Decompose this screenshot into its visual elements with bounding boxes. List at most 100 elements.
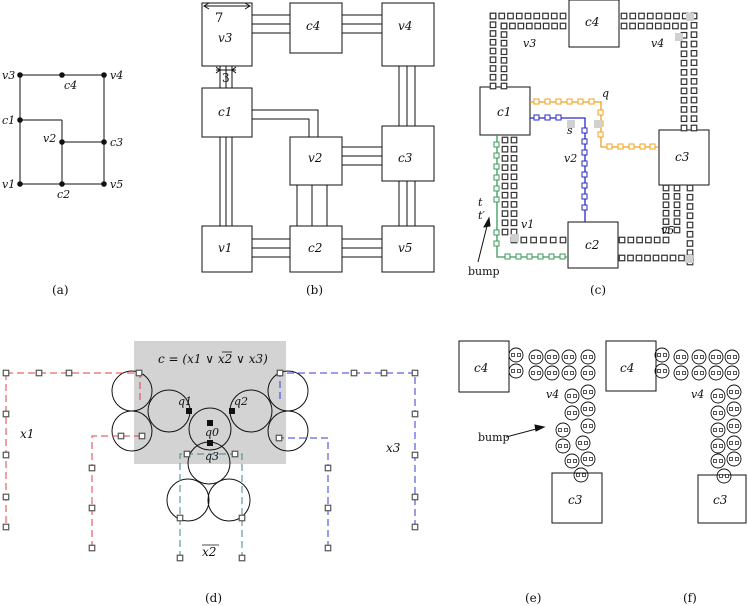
- wire-square: [727, 371, 731, 375]
- wire-square: [550, 12, 558, 20]
- wire-square: [690, 68, 698, 76]
- wire-square: [531, 371, 535, 375]
- label-x1: x1: [20, 427, 34, 441]
- wire-square: [510, 173, 518, 181]
- wire-square: [669, 254, 677, 262]
- wire-square: [583, 390, 587, 394]
- wire-square: [673, 201, 681, 209]
- square-chains: [489, 12, 698, 266]
- wire-square: [500, 48, 508, 56]
- wire-square: [559, 22, 567, 30]
- wire-square: [553, 371, 557, 375]
- wire-square: [537, 355, 541, 359]
- wire-square: [576, 473, 580, 477]
- label-c4: c4: [306, 19, 320, 33]
- wire-square: [729, 441, 733, 445]
- wire-circle: [575, 435, 591, 451]
- wire-square: [644, 254, 651, 262]
- wire-square: [547, 371, 551, 375]
- wire-square: [500, 74, 508, 81]
- wire-square: [713, 428, 717, 432]
- wire-square: [501, 201, 509, 208]
- wire-square: [690, 59, 698, 67]
- wire-square: [676, 371, 680, 375]
- wire-square: [501, 136, 509, 144]
- wire-circle: [580, 401, 596, 417]
- label-c4: c4: [585, 15, 599, 29]
- wire-square: [673, 12, 680, 20]
- gadget-c3: [658, 129, 710, 186]
- wire-circle: [564, 405, 580, 421]
- wire-square: [2, 493, 10, 501]
- wire-square: [553, 355, 557, 359]
- wire-square: [686, 240, 694, 247]
- wire-square: [655, 12, 663, 20]
- wire-circle: [673, 365, 689, 381]
- wire-square: [729, 407, 733, 411]
- wire-square: [88, 464, 96, 472]
- wire-square: [686, 221, 694, 229]
- wire-square: [680, 50, 688, 58]
- wire-square: [673, 193, 681, 200]
- wire-square: [549, 236, 557, 244]
- wire-square: [680, 87, 688, 95]
- wire-square: [680, 59, 688, 67]
- wire-square: [713, 411, 717, 415]
- label-v2: v2: [43, 132, 56, 145]
- wire-square: [690, 40, 698, 48]
- wire-square: [694, 371, 698, 375]
- gadget-c2: [567, 221, 619, 269]
- wire-square: [489, 21, 497, 29]
- wire-square: [690, 115, 698, 123]
- wire-square: [735, 390, 739, 394]
- wire-square: [583, 407, 587, 411]
- label-v3: v3: [523, 37, 536, 50]
- wire-square: [662, 209, 670, 217]
- wire-square: [673, 209, 681, 217]
- wire-square: [534, 22, 542, 30]
- wire-square: [510, 164, 518, 171]
- wire-square: [510, 182, 518, 190]
- wire-circle: [555, 422, 571, 438]
- wire-square: [711, 371, 715, 375]
- wire-square: [501, 145, 509, 153]
- wire-square: [567, 459, 571, 463]
- wire-square: [662, 201, 670, 209]
- wire-circle: [710, 422, 726, 438]
- caption-b: (b): [306, 283, 323, 297]
- wire-square: [645, 236, 652, 244]
- wire-square: [510, 210, 518, 217]
- wire-square: [573, 411, 577, 415]
- wire-square: [729, 457, 733, 461]
- wire-square: [657, 353, 661, 357]
- label-x3: x3: [386, 441, 401, 455]
- wire-square: [558, 428, 562, 432]
- wire-circle: [580, 365, 596, 381]
- wire-square: [524, 12, 532, 20]
- wire-circle: [528, 349, 544, 365]
- label-c2: c2: [585, 238, 599, 252]
- wire-square: [558, 444, 562, 448]
- wire-square: [411, 451, 419, 459]
- wire-square: [564, 371, 568, 375]
- wire-square: [680, 69, 688, 76]
- wire-square: [530, 236, 537, 244]
- wire-square: [729, 424, 733, 428]
- wire-square: [713, 394, 717, 398]
- wire-circle: [508, 347, 524, 363]
- wire-square: [629, 12, 637, 20]
- wire-square: [729, 390, 733, 394]
- wire-square: [694, 355, 698, 359]
- wire-square: [719, 411, 723, 415]
- wire-square: [540, 236, 547, 244]
- wire-circle: [508, 363, 524, 379]
- label-c3: c3: [568, 493, 583, 507]
- wire-square: [500, 31, 508, 38]
- wire-square: [2, 451, 10, 459]
- label-v4: v4: [691, 388, 704, 401]
- wire-square: [509, 22, 516, 30]
- label-v3: v3: [218, 31, 233, 45]
- wire-circle: [544, 365, 560, 381]
- wire-square: [646, 22, 654, 30]
- wire-square: [65, 369, 73, 377]
